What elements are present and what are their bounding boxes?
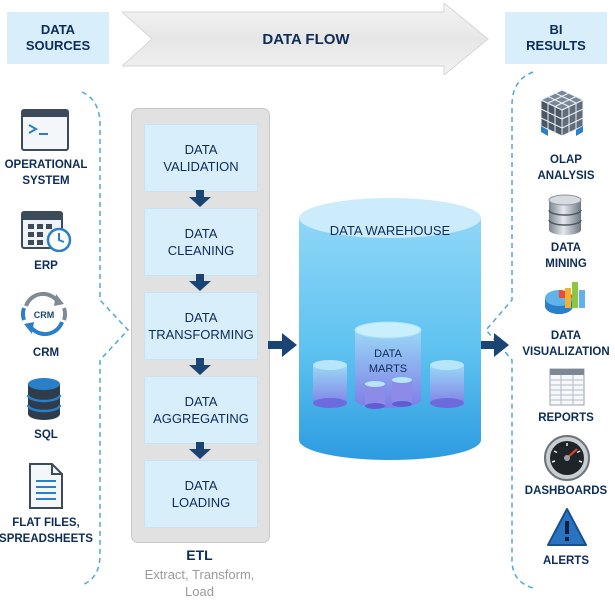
- source-label-line: CRM: [32, 347, 60, 359]
- source-label-sql: SQL: [0, 427, 92, 443]
- etl-step-label: AGGREGATING: [153, 411, 249, 426]
- etl-step-label: DATA: [184, 226, 218, 241]
- data-warehouse-title: DATA WAREHOUSE: [330, 223, 451, 238]
- chart-icon: [545, 282, 585, 314]
- crm-icon-text: CRM: [34, 310, 55, 320]
- table-icon: [549, 368, 585, 406]
- calendar-clock-icon: [21, 211, 72, 252]
- source-label-line: ERP: [34, 260, 58, 272]
- down-arrow-icon: [189, 442, 211, 459]
- bi-label-line: ALERTS: [543, 555, 589, 567]
- left-bracket: [81, 91, 130, 586]
- data-marts-label: DATA: [374, 348, 402, 360]
- data-sources-header: DATA SOURCES: [7, 12, 109, 64]
- source-label-crm: CRM: [0, 345, 92, 361]
- bi-label-olap-analysis: OLAP ANALYSIS: [516, 152, 615, 184]
- etl-step-label: VALIDATION: [163, 159, 239, 174]
- source-label-line: SYSTEM: [22, 175, 70, 187]
- data-marts-label: MARTS: [369, 363, 407, 375]
- etl-step-label: DATA: [184, 478, 218, 493]
- source-label-line: SQL: [34, 429, 58, 441]
- etl-step-label: DATA: [184, 142, 218, 157]
- bi-label-line: DATA: [550, 330, 582, 342]
- etl-subtitle: Extract, Transform, Load: [121, 566, 278, 600]
- database-icon: [26, 378, 62, 420]
- right-arrow-icon: [480, 333, 509, 357]
- source-label-line: FLAT FILES,: [12, 517, 80, 529]
- olap-cube-icon: [539, 89, 585, 137]
- data-sources-header-line: DATA: [40, 22, 76, 37]
- right-arrow-icon: [268, 333, 297, 357]
- document-icon: [29, 463, 63, 509]
- source-label-line: SPREADSHEETS: [0, 533, 93, 545]
- etl-subtitle-line: Load: [185, 584, 214, 599]
- etl-step-loading: DATA LOADING: [144, 460, 258, 528]
- data-flow-arrow-shape: [122, 3, 489, 75]
- warning-icon: [547, 508, 587, 546]
- etl-step-label: DATA: [184, 394, 218, 409]
- etl-subtitle-line: Extract, Transform,: [144, 567, 255, 582]
- bi-label-line: REPORTS: [538, 412, 594, 424]
- bi-results-header: BI RESULTS: [505, 12, 607, 64]
- data-sources-header-line: SOURCES: [25, 38, 91, 53]
- bi-label-reports: REPORTS: [516, 410, 615, 426]
- etl-step-transforming: DATA TRANSFORMING: [144, 292, 258, 360]
- bi-results-header-line: BI: [549, 22, 563, 37]
- etl-step-cleaning: DATA CLEANING: [144, 208, 258, 276]
- gauge-icon: [544, 435, 590, 481]
- bi-label-alerts: ALERTS: [516, 553, 615, 569]
- bi-label-dashboards: DASHBOARDS: [516, 483, 615, 499]
- bi-label-line: ANALYSIS: [537, 170, 595, 182]
- down-arrow-icon: [189, 358, 211, 375]
- database-stack-icon: [548, 194, 582, 235]
- source-label-erp: ERP: [0, 258, 92, 274]
- bi-label-data-visualization: DATA VISUALIZATION: [512, 328, 615, 360]
- etl-step-aggregating: DATA AGGREGATING: [144, 376, 258, 444]
- source-label-line: OPERATIONAL: [4, 159, 88, 171]
- source-label-flat-files: FLAT FILES, SPREADSHEETS: [0, 515, 98, 547]
- down-arrow-icon: [189, 190, 211, 207]
- crm-cycle-icon: CRM: [20, 291, 68, 337]
- source-label-operational-system: OPERATIONAL SYSTEM: [0, 157, 92, 189]
- data-flow-label: DATA FLOW: [262, 30, 350, 48]
- etl-step-label: DATA: [184, 310, 218, 325]
- down-arrow-icon: [189, 274, 211, 291]
- etl-title: ETL: [186, 547, 213, 563]
- etl-step-label: CLEANING: [167, 243, 235, 258]
- bi-label-data-mining: DATA MINING: [516, 240, 615, 272]
- bi-label-line: MINING: [545, 258, 587, 270]
- etl-step-label: LOADING: [171, 495, 231, 510]
- terminal-window-icon: [21, 109, 69, 151]
- data-flow-arrow: DATA FLOW: [122, 3, 490, 75]
- bi-label-line: DASHBOARDS: [524, 485, 608, 497]
- bi-label-line: DATA: [550, 242, 582, 254]
- data-warehouse-cylinder: DATA WAREHOUSE DATA MARTS: [299, 198, 481, 460]
- bi-results-header-line: RESULTS: [526, 38, 586, 53]
- bi-label-line: OLAP: [550, 154, 582, 166]
- etl-step-label: TRANSFORMING: [148, 327, 254, 342]
- bi-label-line: VISUALIZATION: [522, 346, 610, 358]
